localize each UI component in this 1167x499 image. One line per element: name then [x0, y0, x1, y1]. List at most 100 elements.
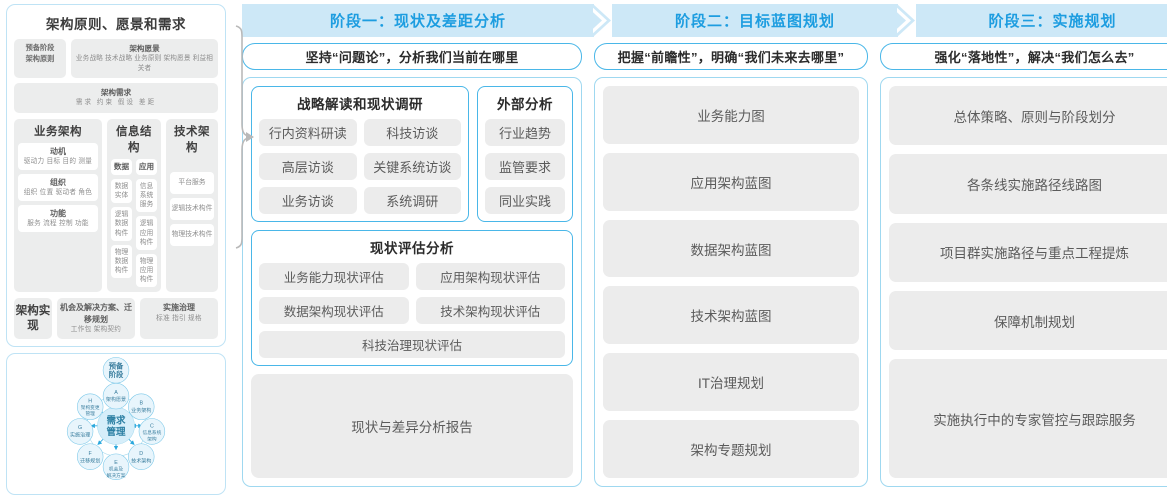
organization-heading: 组织	[50, 177, 66, 187]
list-item[interactable]: 保障机制规划	[889, 290, 1167, 351]
adm-node-G-label: 实施治理	[70, 431, 90, 438]
list-item[interactable]: IT治理规划	[603, 353, 859, 412]
opportunities-migration-sub: 工作包 架构契约	[70, 325, 122, 333]
list-item[interactable]: 技术架构蓝图	[603, 286, 859, 345]
data-heading: 数据	[111, 158, 132, 175]
research-chip[interactable]: 业务访谈	[259, 187, 357, 214]
opportunities-migration-heading: 机会及解决方案、迁移规划	[60, 303, 132, 324]
organization-box: 组织 组织 位置 驱动者 角色	[18, 173, 98, 201]
research-chip[interactable]: 科技访谈	[363, 119, 461, 146]
assessment-chip-full[interactable]: 科技治理现状评估	[259, 331, 565, 358]
information-structure-column: 信息结构 数据 数据实体 逻辑数据构件 物理数据构件 应用 信息系统服务 逻辑应…	[107, 118, 161, 293]
research-chip[interactable]: 行内资料研读	[259, 119, 357, 146]
gap-analysis-report-box[interactable]: 现状与差异分析报告	[251, 374, 573, 478]
motivation-box: 动机 驱动力 目标 目的 测量	[18, 142, 98, 170]
phase-chevron-1-icon	[593, 4, 611, 37]
preliminary-phase-box: 预备阶段 架构原则	[14, 39, 66, 79]
phase-1-card: 战略解读和现状调研 行内资料研读 科技访谈 高层访谈 关键系统访谈 业务访谈 系…	[242, 77, 582, 487]
external-chip[interactable]: 同业实践	[485, 187, 565, 214]
phase-header-bands: 阶段一：现状及差距分析 阶段二：目标蓝图规划 阶段三：实施规划	[242, 4, 1167, 37]
assessment-chip[interactable]: 应用架构现状评估	[415, 263, 565, 290]
research-chip[interactable]: 关键系统访谈	[363, 153, 461, 180]
list-item[interactable]: 数据架构蓝图	[603, 219, 859, 278]
assessment-chip[interactable]: 数据架构现状评估	[259, 297, 409, 324]
logical-data-component-cell: 逻辑数据构件	[111, 207, 132, 241]
preliminary-phase-line1: 预备阶段	[25, 43, 55, 52]
logical-application-component-cell: 逻辑应用构件	[136, 216, 157, 250]
architecture-vision-box: 架构愿景 业务战略 技术战略 业务原则 架构愿景 利益相关者	[71, 39, 218, 79]
implementation-governance-box: 实施治理 标准 指引 规格	[140, 298, 218, 339]
data-entity-cell: 数据实体	[111, 178, 132, 204]
adm-node-G-key: G	[78, 425, 82, 431]
preliminary-phase-line2: 架构原则	[25, 53, 55, 63]
list-item[interactable]: 各条线实施路径线路图	[889, 154, 1167, 214]
adm-node-A-label: 架构愿景	[106, 396, 126, 403]
logical-technology-component-cell: 逻辑技术构件	[170, 197, 214, 220]
research-chip[interactable]: 高层访谈	[259, 153, 357, 180]
phase-band-3: 阶段三：实施规划	[916, 4, 1167, 37]
phase-chevron-2-icon	[897, 4, 915, 37]
phases-area: 阶段一：现状及差距分析 阶段二：目标蓝图规划 阶段三：实施规划	[232, 0, 1167, 499]
implementation-governance-sub: 标准 指引 规格	[156, 314, 202, 322]
phase-band-1: 阶段一：现状及差距分析	[242, 4, 611, 37]
function-box: 功能 服务 流程 控制 功能	[18, 204, 98, 232]
organization-sub: 组织 位置 驱动者 角色	[23, 188, 93, 196]
technology-architecture-column: 技术架构 平台服务 逻辑技术构件 物理技术构件	[166, 118, 218, 293]
phase-statement-row: 坚持“问题论”，分析我们当前在哪里 把握“前瞻性”，明确“我们未来去哪里” 强化…	[242, 43, 1167, 70]
opportunities-migration-box: 机会及解决方案、迁移规划 工作包 架构契约	[57, 298, 135, 339]
external-chip[interactable]: 行业趋势	[485, 119, 565, 146]
architecture-vision-sub: 业务战略 技术战略 业务原则 架构愿景 利益相关者	[75, 55, 214, 73]
architecture-realization-label: 架构实现	[14, 298, 52, 339]
phase-3-card: 总体策略、原则与阶段划分 各条线实施路径线路图 项目群实施路径与重点工程提炼 保…	[880, 77, 1167, 487]
adm-center-line2: 管理	[106, 426, 126, 438]
motivation-sub: 驱动力 目标 目的 测量	[23, 157, 93, 165]
phase-2-card: 业务能力图 应用架构蓝图 数据架构蓝图 技术架构蓝图 IT治理规划 架构专题规划	[594, 77, 868, 487]
application-subcolumn: 应用 信息系统服务 逻辑应用构件 物理应用构件	[136, 158, 157, 288]
external-chip[interactable]: 监管要求	[485, 153, 565, 180]
adm-node-F-label: 迁移规划	[80, 457, 100, 464]
list-item[interactable]: 项目群实施路径与重点工程提炼	[889, 222, 1167, 282]
strategy-research-card: 战略解读和现状调研 行内资料研读 科技访谈 高层访谈 关键系统访谈 业务访谈 系…	[251, 86, 469, 222]
implementation-governance-heading: 实施治理	[163, 303, 195, 313]
phase-1-statement: 坚持“问题论”，分析我们当前在哪里	[242, 43, 582, 70]
list-item[interactable]: 总体策略、原则与阶段划分	[889, 86, 1167, 146]
physical-application-component-cell: 物理应用构件	[136, 253, 157, 288]
strategy-research-title: 战略解读和现状调研	[297, 97, 423, 112]
strategy-research-chip-grid: 行内资料研读 科技访谈 高层访谈 关键系统访谈 业务访谈 系统调研	[259, 119, 461, 214]
framework-top-row: 预备阶段 架构原则 架构愿景 业务战略 技术战略 业务原则 架构愿景 利益相关者	[14, 39, 218, 79]
phase-3-statement: 强化“落地性”，解决“我们怎么去”	[880, 43, 1167, 70]
phase-band-1-label: 阶段一：现状及差距分析	[329, 13, 506, 30]
adm-node-H-label-1: 架构变更	[81, 404, 100, 411]
adm-node-D-key: D	[139, 451, 143, 457]
information-structure-title: 信息结构	[116, 125, 152, 154]
business-architecture-column: 业务架构 动机 驱动力 目标 目的 测量 组织 组织 位置 驱动者 角色 功能 …	[14, 118, 102, 293]
list-item[interactable]: 业务能力图	[603, 86, 859, 144]
adm-node-B-key: B	[139, 400, 143, 406]
brace-connector-icon	[235, 25, 254, 249]
assessment-chip[interactable]: 业务能力现状评估	[259, 263, 409, 290]
phase-1-top-row: 战略解读和现状调研 行内资料研读 科技访谈 高层访谈 关键系统访谈 业务访谈 系…	[251, 86, 573, 222]
phase-2-item-list: 业务能力图 应用架构蓝图 数据架构蓝图 技术架构蓝图 IT治理规划 架构专题规划	[603, 86, 859, 478]
framework-architecture-columns: 业务架构 动机 驱动力 目标 目的 测量 组织 组织 位置 驱动者 角色 功能 …	[14, 118, 218, 293]
motivation-heading: 动机	[50, 146, 66, 156]
research-chip[interactable]: 系统调研	[363, 187, 461, 214]
adm-cycle-panel: 预备 阶段 需求 管理 A 架构愿景 B 业务架构 C 信息系统 架构	[6, 352, 226, 495]
external-analysis-title: 外部分析	[497, 97, 553, 112]
framework-title: 架构原则、愿景和需求	[46, 17, 186, 32]
phase-band-3-label: 阶段三：实施规划	[988, 13, 1117, 30]
adm-cycle-svg: 预备 阶段 需求 管理 A 架构愿景 B 业务架构 C 信息系统 架构	[66, 356, 166, 480]
data-subcolumn: 数据 数据实体 逻辑数据构件 物理数据构件	[111, 158, 132, 288]
adm-node-D-label: 技术架构	[131, 457, 151, 464]
list-item[interactable]: 应用架构蓝图	[603, 152, 859, 211]
architecture-requirements-heading: 架构需求	[100, 88, 132, 98]
function-sub: 服务 流程 控制 功能	[27, 220, 89, 227]
architecture-realization-row: 架构实现 机会及解决方案、迁移规划 工作包 架构契约 实施治理 标准 指引 规格	[14, 298, 218, 339]
list-item[interactable]: 实施执行中的专家管控与跟踪服务	[889, 359, 1167, 478]
current-state-assessment-card: 现状评估分析 业务能力现状评估 应用架构现状评估 数据架构现状评估 技术架构现状…	[251, 230, 573, 366]
assessment-chip[interactable]: 技术架构现状评估	[415, 297, 565, 324]
list-item[interactable]: 架构专题规划	[603, 420, 859, 478]
physical-technology-component-cell: 物理技术构件	[170, 223, 214, 246]
application-heading: 应用	[136, 158, 157, 175]
information-system-service-cell: 信息系统服务	[136, 178, 157, 213]
